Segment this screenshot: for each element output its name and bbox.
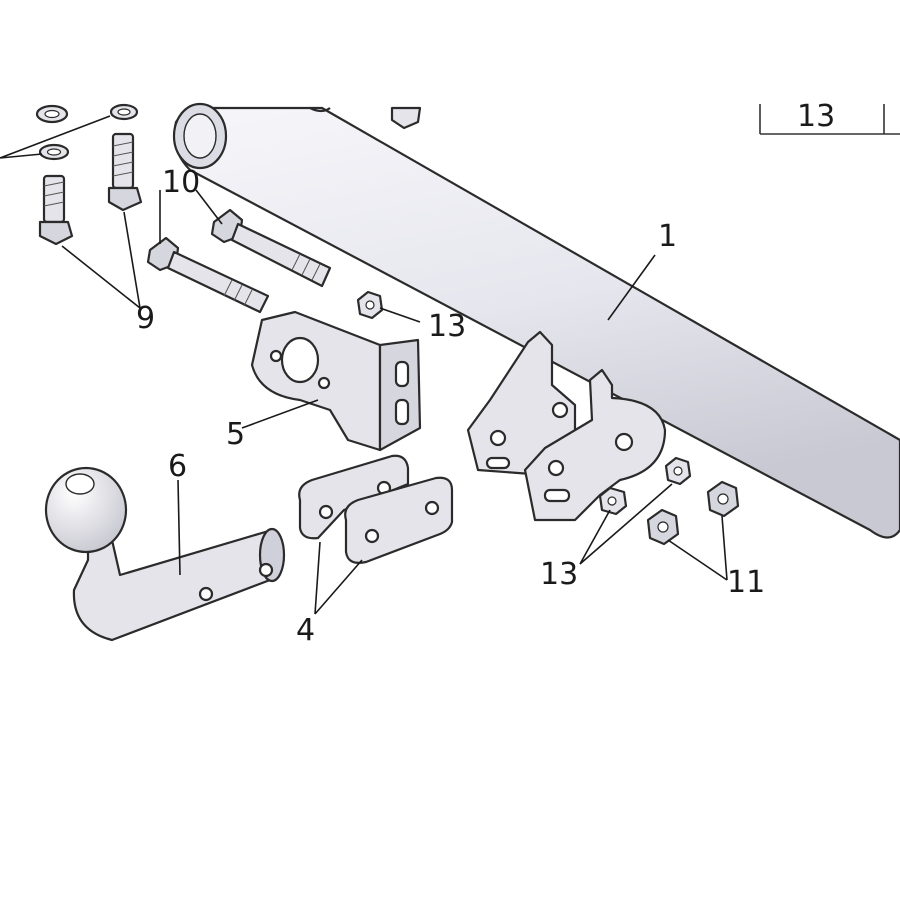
callout-labels: 1 10 9 13 5 6 4 13 11 — [136, 165, 765, 648]
nut-11-right — [706, 480, 740, 518]
callout-5: 5 — [226, 417, 245, 452]
tube-bracket-front — [523, 368, 667, 522]
long-bolt-lower — [146, 236, 270, 314]
callout-9: 9 — [136, 301, 155, 336]
spacer-plate-rear — [298, 454, 410, 540]
callout-10: 10 — [162, 165, 200, 200]
callout-13-lower: 13 — [540, 557, 578, 592]
table-fragment: 13 — [759, 99, 900, 135]
short-bolt-left — [38, 174, 74, 246]
mounting-bracket — [250, 310, 422, 452]
table-cell-label: 13 — [797, 99, 835, 134]
callout-1: 1 — [658, 219, 677, 254]
nut-11-left — [646, 508, 680, 546]
tow-ball-hook — [44, 466, 286, 642]
washer-13-lower-left — [598, 486, 628, 516]
long-bolt-upper — [210, 208, 332, 288]
callout-4: 4 — [296, 613, 315, 648]
callout-11: 11 — [727, 565, 765, 600]
washer-13-lower-right — [664, 456, 692, 486]
nut-top — [390, 106, 422, 130]
short-bolt-right — [107, 132, 143, 212]
leader-lines — [0, 115, 728, 615]
callout-13-upper: 13 — [428, 309, 466, 344]
callout-6: 6 — [168, 449, 187, 484]
washer-13-upper — [356, 290, 384, 320]
spacer-plate-front — [344, 476, 454, 564]
washers-top-left — [35, 103, 139, 161]
